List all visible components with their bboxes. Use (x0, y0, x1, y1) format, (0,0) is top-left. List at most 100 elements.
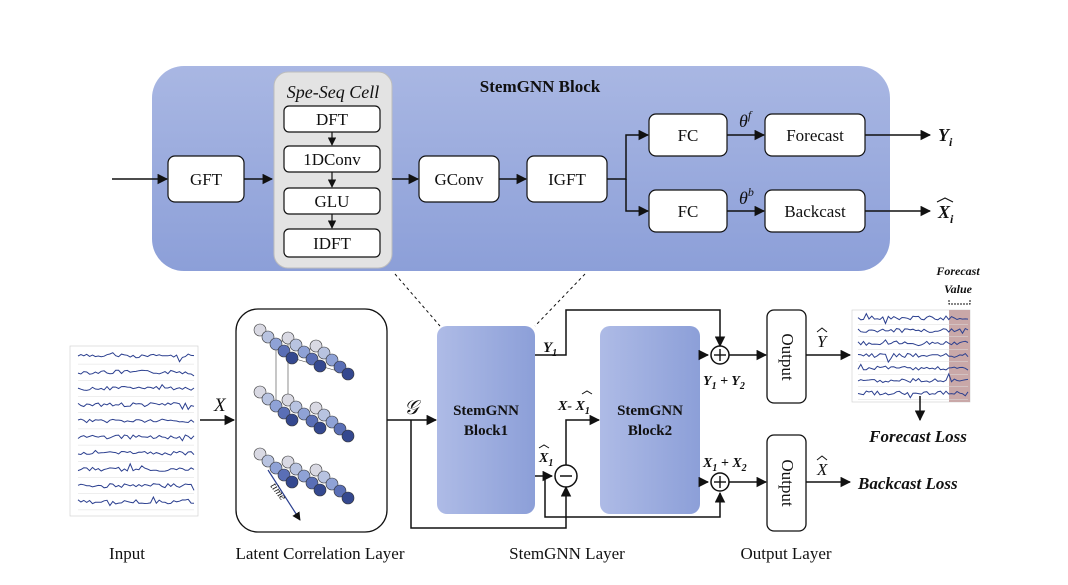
block2-label-line2: Block2 (628, 423, 672, 439)
block2-label-line1: StemGNN (617, 403, 683, 419)
latent-node (317, 470, 331, 484)
x-minus-hat (581, 390, 593, 395)
fc-top-label: FC (678, 126, 699, 145)
latent-graph (253, 323, 355, 505)
output-top-label: Output (778, 333, 797, 381)
latent-node (305, 352, 319, 366)
input-series-line (77, 449, 195, 456)
x-i-hat (936, 197, 954, 203)
latent-node (313, 483, 327, 497)
latent-node (289, 400, 303, 414)
input-x-symbol: X (213, 395, 227, 416)
output-box-bottom (766, 434, 807, 532)
latent-node (297, 469, 311, 483)
latent-node (317, 408, 331, 422)
latent-node (285, 475, 299, 489)
graph-symbol: 𝒢 (404, 397, 422, 419)
input-series-line (77, 352, 195, 363)
dft-label: DFT (316, 110, 349, 129)
block1-label-line2: Block1 (464, 423, 508, 439)
input-series-line (77, 418, 195, 424)
stemgnn-block-panel (152, 66, 890, 271)
idft-label: IDFT (313, 234, 351, 253)
latent-node (269, 337, 283, 351)
latent-node (281, 331, 295, 345)
caption-input: Input (109, 544, 145, 563)
latent-node (285, 351, 299, 365)
latent-node (333, 360, 347, 374)
split-arrow-top (607, 129, 650, 180)
latent-node (297, 407, 311, 421)
idft-box (283, 228, 381, 258)
output-series-line (857, 312, 969, 325)
input-series-line (77, 495, 195, 507)
input-series-line (77, 482, 195, 491)
theta-f-label: θf (739, 108, 753, 131)
sum-y-label: Y1 + Y2 (703, 374, 745, 392)
latent-node (325, 415, 339, 429)
latent-node (253, 447, 267, 461)
spe-seq-cell-title: Spe-Seq Cell (287, 82, 379, 102)
output-box-top (766, 309, 807, 404)
latent-node (285, 413, 299, 427)
minus-to-block2 (565, 414, 601, 465)
output-series-line (857, 372, 969, 384)
stemgnn-block1 (437, 326, 535, 514)
latent-node (269, 461, 283, 475)
stemgnn-block2 (600, 326, 700, 514)
y1-route (535, 309, 726, 356)
caption-stemgnn-layer: StemGNN Layer (509, 544, 625, 563)
latent-node (281, 393, 295, 407)
latent-node (313, 359, 327, 373)
x-minus-label: X- X1 (557, 399, 590, 417)
output-bottom-label: Output (778, 459, 797, 507)
output-series-line (857, 327, 969, 335)
latent-node (297, 345, 311, 359)
stemgnn-block-title: StemGNN Block (480, 77, 601, 96)
stemgnn-block-detail: StemGNN Block GFT Spe-Seq Cell DFT 1DCon… (112, 66, 954, 271)
latent-node (289, 462, 303, 476)
latent-node (261, 330, 275, 344)
conv1d-label: 1DConv (303, 150, 361, 169)
output-series-line (857, 390, 969, 399)
output-series-panel (851, 309, 971, 403)
latent-node (281, 455, 295, 469)
latent-node (289, 338, 303, 352)
forecast-value-bracket (948, 300, 971, 305)
output-series-line (857, 339, 969, 347)
latent-node (309, 339, 323, 353)
latent-node (277, 406, 291, 420)
input-series-panel (69, 345, 199, 517)
input-series-line (77, 402, 195, 411)
input-series-line (77, 383, 195, 391)
gft-label: GFT (190, 170, 223, 189)
latent-node (253, 385, 267, 399)
split-arrow-bottom (625, 179, 650, 217)
y-hat-hat (816, 327, 828, 333)
latent-node (305, 476, 319, 490)
x-i-label: Xi (937, 202, 954, 226)
latent-node (309, 463, 323, 477)
latent-node (341, 367, 355, 381)
graph-bypass-line (410, 420, 572, 529)
latent-node (333, 484, 347, 498)
block1-label-line1: StemGNN (453, 403, 519, 419)
latent-node (317, 346, 331, 360)
x1hat-hat (538, 444, 550, 449)
latent-node (305, 414, 319, 428)
caption-latent-correlation: Latent Correlation Layer (236, 544, 405, 563)
forecast-label: Forecast (786, 126, 844, 145)
latent-node (341, 491, 355, 505)
output-series-line (857, 352, 969, 364)
y-i-label: Yi (938, 125, 953, 149)
latent-node (261, 392, 275, 406)
latent-node (309, 401, 323, 415)
x1hat-bypass (544, 476, 726, 518)
input-series-line (77, 462, 195, 472)
latent-node (253, 323, 267, 337)
latent-node (269, 399, 283, 413)
gconv-label: GConv (434, 170, 484, 189)
backcast-label: Backcast (784, 202, 846, 221)
